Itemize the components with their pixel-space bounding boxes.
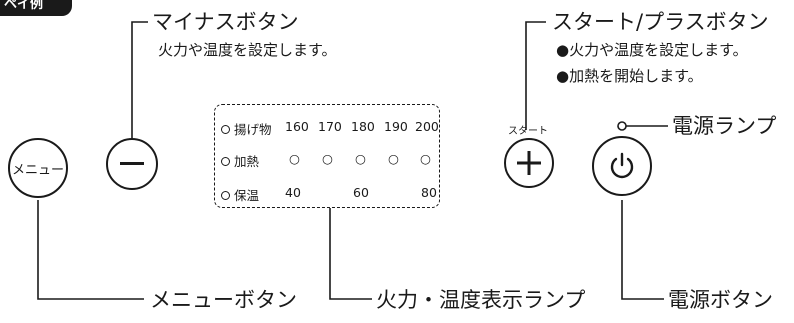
panel-value: 190 [384,119,408,134]
plus-icon [517,151,541,175]
menu-leader [37,200,144,300]
power-lamp-label: 電源ランプ [672,114,777,138]
header-tab: ペイ例 [0,0,72,16]
row-label: 加熱 [233,154,259,169]
plus-callout-title: スタート/プラスボタン [552,10,769,34]
minus-callout-desc: 火力や温度を設定します。 [158,41,337,59]
minus-button[interactable] [106,138,158,190]
row-led [221,191,230,200]
power-button-callout: 電源ボタン [668,288,773,312]
panel-row-warm: 保温 [221,185,259,204]
panel-value: 200 [415,119,439,134]
panel-value: 160 [285,119,309,134]
plus-leader [525,21,546,130]
start-label: スタート [508,126,548,137]
panel-value: ○ [355,151,366,166]
row-label: 保温 [233,188,259,203]
indicator-panel: 揚げ物 加熱 保温 160 170 180 190 200 ○ ○ ○ ○ ○ … [214,104,440,208]
minus-callout-title: マイナスボタン [152,10,299,34]
panel-row-fry: 揚げ物 [221,119,272,138]
panel-value: ○ [322,151,333,166]
row-label: 揚げ物 [233,122,272,137]
power-leader [621,200,664,300]
panel-value: ○ [420,151,431,166]
power-button[interactable] [592,136,652,196]
panel-value: ○ [289,151,300,166]
panel-value: ○ [388,151,399,166]
power-icon [610,152,634,179]
minus-icon [120,162,144,165]
display-leader [329,208,372,300]
menu-button-callout: メニューボタン [150,288,297,312]
power-lamp-led [617,121,627,131]
menu-button[interactable]: メニュー [8,138,68,198]
panel-value: 60 [353,185,369,200]
menu-button-label: メニュー [11,162,64,178]
minus-leader [131,21,148,140]
panel-row-heat: 加熱 [221,151,259,170]
plus-button[interactable] [504,138,554,188]
plus-callout-desc-2: ●加熱を開始します。 [556,67,703,85]
row-led [221,157,230,166]
plus-callout-desc-1: ●火力や温度を設定します。 [556,41,748,59]
panel-value: 40 [285,185,301,200]
panel-value: 170 [318,119,342,134]
display-lamp-callout: 火力・温度表示ランプ [376,288,586,312]
row-led [221,125,230,134]
panel-value: 80 [421,185,437,200]
panel-value: 180 [351,119,375,134]
